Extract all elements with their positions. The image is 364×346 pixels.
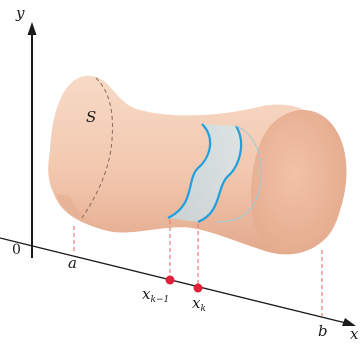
slice-left-outline bbox=[167, 123, 212, 219]
solid-left-shading bbox=[56, 194, 104, 230]
point-a-label: a bbox=[68, 254, 77, 272]
slice-right-back-edge bbox=[215, 125, 262, 223]
hidden-section-a bbox=[81, 77, 113, 219]
point-b-label: b bbox=[318, 322, 328, 340]
y-axis-arrowhead bbox=[27, 22, 37, 35]
point-xk1-subscript: k−1 bbox=[150, 295, 170, 305]
y-axis-label: y bbox=[16, 4, 25, 22]
point-marker-xk bbox=[193, 283, 203, 293]
solid-right-end bbox=[250, 109, 347, 252]
origin-label: 0 bbox=[12, 242, 21, 258]
slice-slab bbox=[168, 124, 242, 222]
point-xk-base: x bbox=[192, 294, 201, 312]
solid-label: S bbox=[86, 108, 97, 126]
point-xk-subscript: k bbox=[200, 304, 206, 314]
slice-right-outline bbox=[197, 125, 243, 224]
point-xk-label: xk bbox=[192, 296, 206, 314]
point-xk1-label: xk−1 bbox=[142, 287, 169, 305]
point-marker-xk1 bbox=[165, 275, 175, 285]
x-axis-label: x bbox=[350, 325, 359, 343]
x-axis-arrowhead bbox=[342, 318, 356, 326]
x-axis bbox=[0, 237, 351, 325]
point-xk1-base: x bbox=[142, 285, 151, 303]
